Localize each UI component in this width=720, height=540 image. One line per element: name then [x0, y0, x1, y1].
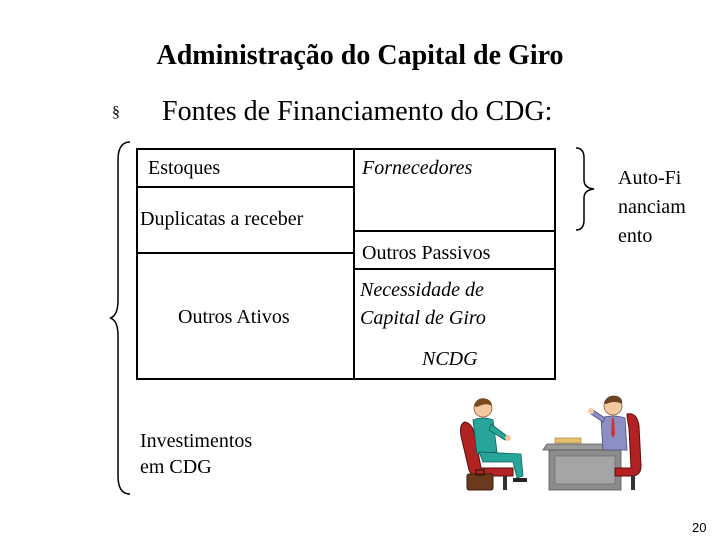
estoques-separator	[136, 186, 354, 188]
business-meeting-icon	[460, 395, 642, 491]
ncdg-label-line1: Necessidade de	[360, 279, 484, 301]
outros-ativos-label: Outros Ativos	[178, 306, 290, 328]
duplicatas-label: Duplicatas a receber	[140, 208, 304, 230]
investimentos-label: Investimentos em CDG	[140, 428, 252, 480]
investimentos-line1: Investimentos	[140, 430, 253, 452]
fornecedores-label: Fornecedores	[362, 157, 473, 179]
balance-divider	[353, 148, 355, 380]
estoques-label: Estoques	[148, 157, 221, 179]
slide-title: Administração do Capital de Giro	[156, 40, 564, 71]
bullet-icon: §	[112, 104, 120, 121]
balance-outer-box	[136, 148, 556, 380]
outros-passivos-separator	[354, 268, 556, 270]
ncdg-label-line2: Capital de Giro	[360, 307, 486, 329]
ncdg-abbreviation: NCDG	[422, 348, 478, 370]
fornecedores-separator	[354, 230, 556, 232]
page-number: 20	[692, 520, 707, 535]
left-brace-icon	[109, 141, 131, 495]
slide-subtitle: Fontes de Financiamento do CDG:	[162, 96, 553, 127]
investimentos-line2: em CDG	[140, 456, 212, 478]
auto-financiamento-label: Auto-Financiamento	[618, 167, 686, 247]
duplicatas-separator	[136, 252, 354, 254]
outros-passivos-label: Outros Passivos	[362, 242, 491, 264]
right-brace-icon	[575, 147, 595, 231]
